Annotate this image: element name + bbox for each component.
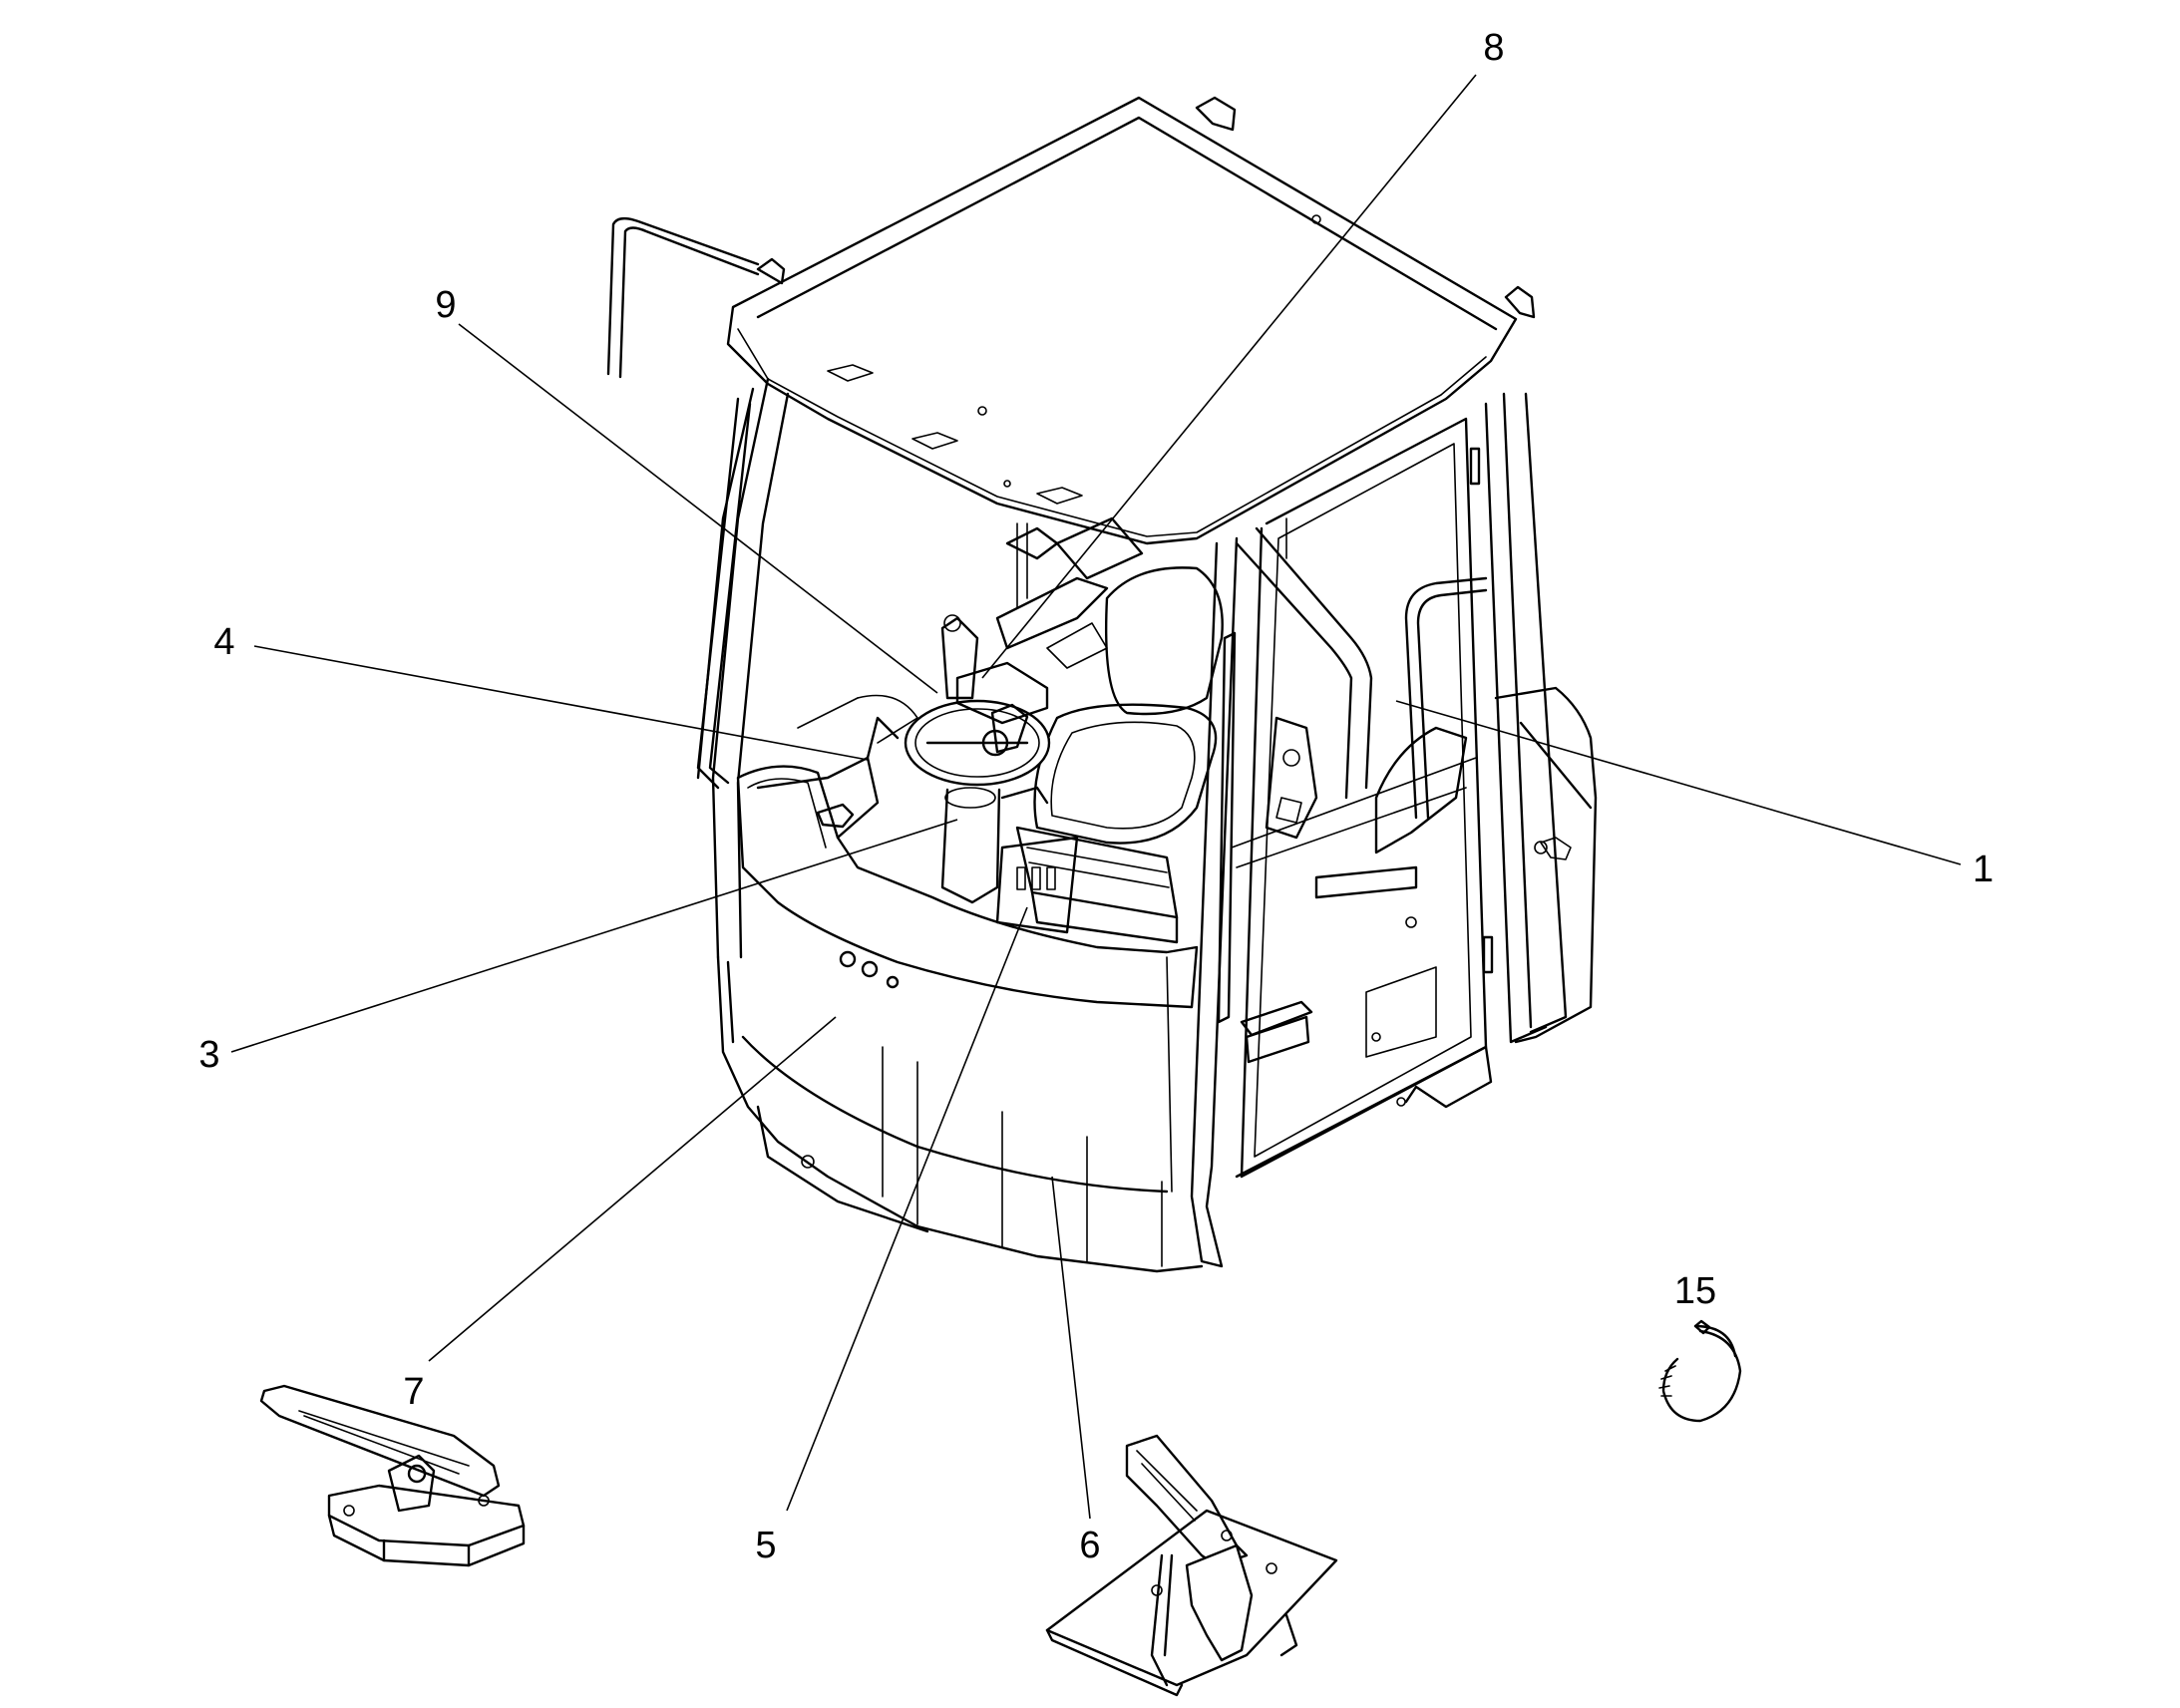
steering-assembly — [904, 699, 1051, 904]
leader-1 — [1395, 700, 1962, 865]
callout-9: 9 — [435, 284, 456, 326]
cab-illustration — [606, 96, 1598, 1273]
leader-6 — [1051, 1176, 1091, 1520]
callout-labels: 1 3 4 5 6 7 8 9 15 — [198, 27, 1994, 1566]
cab-lower-body — [716, 955, 1493, 1273]
callout-7: 7 — [403, 1371, 424, 1413]
hose-clamp-part — [1658, 1319, 1742, 1423]
leader-8 — [981, 74, 1477, 679]
accelerator-pedal-part — [259, 1384, 526, 1567]
callout-15: 15 — [1674, 1270, 1716, 1312]
rear-rails — [1235, 526, 1488, 820]
leader-5 — [786, 906, 1028, 1512]
right-side-fender — [1494, 686, 1598, 1044]
front-left-pillar — [696, 377, 790, 959]
callout-6: 6 — [1079, 1525, 1100, 1566]
callout-8: 8 — [1483, 27, 1504, 69]
callout-5: 5 — [755, 1525, 776, 1566]
control-column — [940, 516, 1144, 725]
leader-7 — [428, 1016, 837, 1362]
door-frame — [1190, 417, 1494, 1268]
callout-4: 4 — [213, 621, 234, 663]
front-dash — [736, 716, 1199, 1009]
leader-3 — [230, 819, 958, 1053]
cab-roof — [726, 96, 1536, 545]
grab-rail-left — [606, 216, 760, 379]
leader-lines — [230, 74, 1962, 1520]
rear-pillar-right — [1484, 392, 1568, 1044]
operator-seat — [1015, 566, 1318, 944]
callout-3: 3 — [198, 1034, 219, 1076]
leader-9 — [458, 323, 938, 694]
callout-1: 1 — [1973, 849, 1994, 890]
interior-frame — [797, 517, 1477, 899]
brake-pedal-part — [1045, 1434, 1338, 1697]
leader-4 — [253, 645, 869, 761]
